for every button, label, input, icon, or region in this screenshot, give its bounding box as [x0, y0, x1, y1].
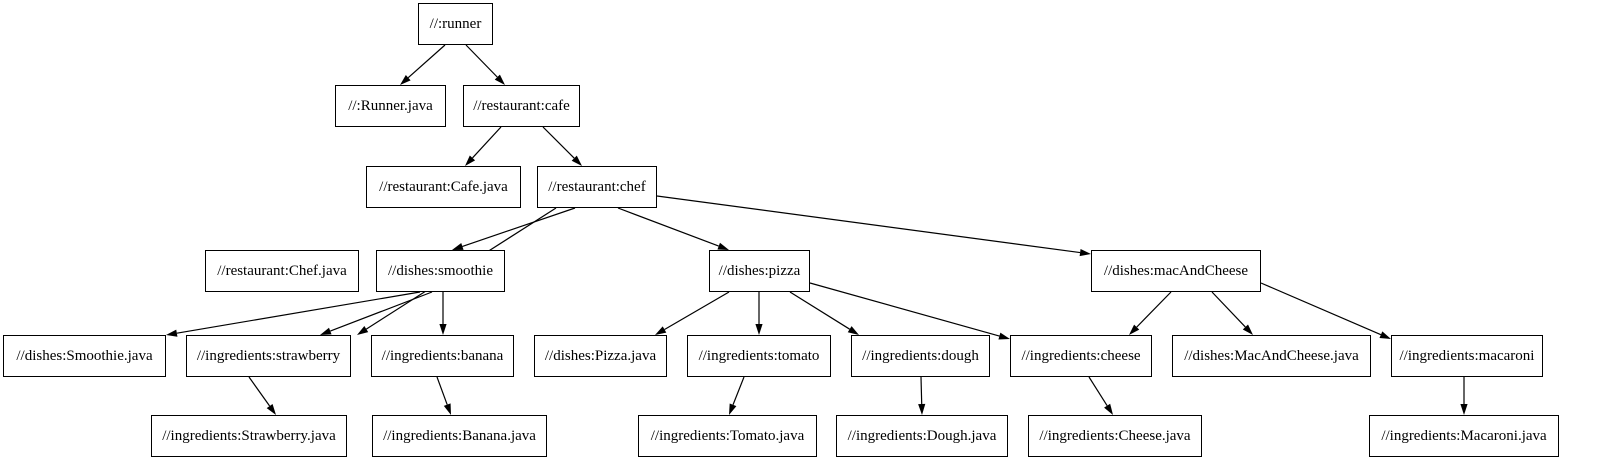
graph-node-ing_dough[interactable]: //ingredients:dough: [851, 335, 990, 377]
graph-edge-dishes_smoothie-to-dishes_smoothie_java: [166, 291, 421, 337]
graph-edge-dishes_macandcheese-to-ing_cheese: [1129, 291, 1172, 335]
graph-edge-restaurant_cafe-to-restaurant_cafe_java: [465, 126, 502, 166]
graph-node-ing_banana_java[interactable]: //ingredients:Banana.java: [372, 415, 547, 457]
arrowhead-icon: [439, 324, 447, 335]
graph-node-label: //restaurant:chef: [548, 178, 646, 195]
arrowhead-icon: [1242, 324, 1253, 335]
graph-node-ing_strawberry[interactable]: //ingredients:strawberry: [186, 335, 351, 377]
graph-edge-ing_cheese-to-ing_cheese_java: [1088, 376, 1113, 415]
graph-edge-restaurant_chef-to-dishes_macandcheese: [656, 195, 1091, 257]
graph-edge-ing_macaroni-to-ing_macaroni_java: [1460, 377, 1468, 415]
graph-node-label: //ingredients:Dough.java: [847, 427, 997, 444]
graph-node-label: //ingredients:Tomato.java: [650, 427, 805, 444]
graph-edge-dishes_smoothie-to-ing_banana: [439, 292, 447, 335]
arrowhead-icon: [494, 74, 505, 85]
graph-node-dishes_pizza_java[interactable]: //dishes:Pizza.java: [534, 335, 667, 377]
graph-edge-runner-to-restaurant_cafe: [465, 44, 505, 85]
graph-node-label: //ingredients:cheese: [1021, 347, 1141, 364]
graph-node-ing_cheese[interactable]: //ingredients:cheese: [1010, 335, 1152, 377]
graph-edge-dishes_pizza-to-ing_tomato: [755, 292, 763, 335]
graph-node-runner[interactable]: //:runner: [418, 3, 493, 45]
graph-edge-ing_banana-to-ing_banana_java: [436, 376, 451, 415]
arrowhead-icon: [655, 326, 667, 335]
graph-node-label: //ingredients:tomato: [698, 347, 820, 364]
graph-node-runner_java[interactable]: //:Runner.java: [335, 85, 446, 127]
graph-node-label: //dishes:Pizza.java: [544, 347, 657, 364]
arrowhead-icon: [357, 326, 369, 335]
graph-node-dishes_smoothie_java[interactable]: //dishes:Smoothie.java: [3, 335, 166, 377]
graph-node-label: //ingredients:dough: [862, 347, 979, 364]
graph-node-ing_dough_java[interactable]: //ingredients:Dough.java: [836, 415, 1008, 457]
graph-node-ing_strawberry_java[interactable]: //ingredients:Strawberry.java: [151, 415, 347, 457]
graph-node-restaurant_cafe[interactable]: //restaurant:cafe: [463, 85, 580, 127]
arrowhead-icon: [452, 243, 464, 250]
arrowhead-icon: [465, 155, 476, 166]
graph-edge-restaurant_chef-to-dishes_pizza: [617, 207, 729, 250]
graph-node-ing_tomato[interactable]: //ingredients:tomato: [687, 335, 831, 377]
graph-node-label: //ingredients:strawberry: [196, 347, 341, 364]
graph-node-ing_tomato_java[interactable]: //ingredients:Tomato.java: [638, 415, 817, 457]
graph-edge-runner-to-runner_java: [400, 44, 446, 85]
graph-node-label: //:Runner.java: [348, 97, 433, 114]
graph-node-label: //restaurant:cafe: [473, 97, 570, 114]
graph-edge-ing_dough-to-ing_dough_java: [918, 376, 926, 415]
graph-node-label: //ingredients:banana: [381, 347, 504, 364]
graph-node-ing_cheese_java[interactable]: //ingredients:Cheese.java: [1028, 415, 1202, 457]
graph-node-dishes_smoothie[interactable]: //dishes:smoothie: [376, 250, 505, 292]
graph-node-label: //ingredients:Cheese.java: [1039, 427, 1191, 444]
graph-edge-dishes_pizza-to-ing_dough: [789, 291, 859, 335]
graph-node-label: //ingredients:Strawberry.java: [162, 427, 336, 444]
graph-edge-dishes_pizza-to-dishes_pizza_java: [655, 291, 730, 335]
graph-edge-dishes_macandcheese-to-ing_macaroni: [1260, 282, 1391, 339]
arrowhead-icon: [998, 332, 1010, 340]
graph-node-dishes_macandcheese_java[interactable]: //dishes:MacAndCheese.java: [1172, 335, 1371, 377]
arrowhead-icon: [266, 403, 276, 415]
arrowhead-icon: [166, 329, 178, 337]
graph-node-label: //dishes:MacAndCheese.java: [1184, 347, 1359, 364]
arrowhead-icon: [1104, 403, 1113, 415]
graph-node-ing_macaroni_java[interactable]: //ingredients:Macaroni.java: [1369, 415, 1559, 457]
graph-node-ing_macaroni[interactable]: //ingredients:macaroni: [1391, 335, 1543, 377]
graph-node-label: //dishes:pizza: [718, 262, 801, 279]
graph-edge-dishes_macandcheese-to-dishes_macandcheese_java: [1211, 291, 1253, 335]
graph-node-label: //ingredients:macaroni: [1399, 347, 1535, 364]
arrowhead-icon: [755, 324, 763, 335]
arrowhead-icon: [320, 327, 332, 335]
arrowhead-icon: [1460, 404, 1468, 415]
graph-edge-ing_strawberry-to-ing_strawberry_java: [248, 376, 276, 415]
arrowhead-icon: [1379, 331, 1391, 339]
graph-node-restaurant_chef_java[interactable]: //restaurant:Chef.java: [205, 250, 359, 292]
graph-node-label: //ingredients:Banana.java: [383, 427, 536, 444]
graph-node-label: //dishes:smoothie: [388, 262, 493, 279]
graph-node-dishes_macandcheese[interactable]: //dishes:macAndCheese: [1091, 250, 1261, 292]
graph-node-restaurant_chef[interactable]: //restaurant:chef: [537, 166, 657, 208]
arrowhead-icon: [729, 403, 737, 415]
arrowhead-icon: [400, 75, 411, 85]
graph-edge-restaurant_cafe-to-restaurant_chef: [542, 126, 582, 166]
arrowhead-icon: [918, 403, 926, 415]
graph-node-restaurant_cafe_java[interactable]: //restaurant:Cafe.java: [366, 166, 521, 208]
graph-edge-dishes_pizza-to-ing_cheese: [809, 282, 1010, 340]
arrowhead-icon: [1129, 324, 1140, 335]
graph-node-label: //dishes:Smoothie.java: [16, 347, 153, 364]
graph-node-label: //restaurant:Chef.java: [217, 262, 347, 279]
graph-edge-dishes_smoothie-to-ing_strawberry: [320, 291, 433, 335]
graph-node-dishes_pizza[interactable]: //dishes:pizza: [709, 250, 810, 292]
arrowhead-icon: [1079, 248, 1091, 257]
graph-node-label: //ingredients:Macaroni.java: [1381, 427, 1547, 444]
graph-edge-ing_tomato-to-ing_tomato_java: [729, 376, 745, 415]
graph-node-label: //:runner: [429, 15, 482, 32]
graph-node-label: //dishes:macAndCheese: [1103, 262, 1249, 279]
arrowhead-icon: [717, 242, 729, 250]
graph-node-label: //restaurant:Cafe.java: [379, 178, 508, 195]
arrowhead-icon: [443, 403, 451, 415]
graph-edge-restaurant_chef-to-dishes_smoothie: [452, 207, 576, 250]
arrowhead-icon: [571, 155, 582, 166]
arrowhead-icon: [847, 326, 859, 335]
graph-node-ing_banana[interactable]: //ingredients:banana: [371, 335, 514, 377]
